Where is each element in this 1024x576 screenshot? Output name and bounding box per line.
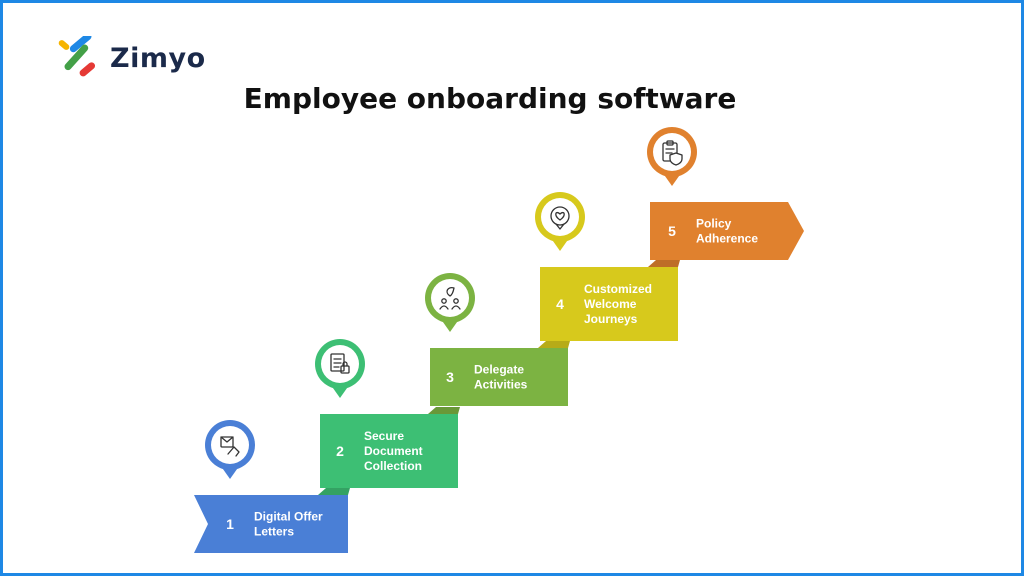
step-label-line: Adherence [696, 232, 758, 246]
step-number: 4 [556, 296, 564, 312]
step-label-line: Document [364, 444, 423, 458]
step-label-line: Secure [364, 429, 404, 443]
step-connector-fold [648, 260, 680, 267]
step-number: 3 [446, 369, 454, 385]
step-label-line: Journeys [584, 312, 638, 326]
step-marker [535, 192, 585, 251]
step-label-line: Customized [584, 282, 652, 296]
policy-clipboard-icon [662, 140, 683, 166]
step-label-line: Delegate [474, 363, 524, 377]
step-block [194, 495, 348, 553]
delegate-team-icon [439, 286, 461, 310]
page-title: Employee onboarding software [243, 82, 737, 115]
brand-name: Zimyo [110, 42, 206, 74]
step-connector-fold [318, 488, 350, 495]
step-marker [425, 273, 475, 332]
step-block [540, 267, 678, 341]
step-marker [647, 127, 697, 186]
brand-logo: Zimyo [56, 36, 206, 80]
step-label-line: Policy [696, 217, 732, 231]
step-number: 1 [226, 516, 234, 532]
step-number: 5 [668, 223, 676, 239]
step-block [320, 414, 458, 488]
step-number: 2 [336, 443, 344, 459]
offer-letter-icon [220, 436, 240, 457]
step-label-line: Welcome [584, 297, 637, 311]
step-marker [315, 339, 365, 398]
step-connector-fold [538, 341, 570, 348]
step-block [430, 348, 568, 406]
secure-document-icon [330, 353, 350, 374]
welcome-journey-icon [550, 206, 570, 230]
step-label-line: Digital Offer [254, 510, 323, 524]
step-label-line: Letters [254, 525, 294, 539]
step-marker [205, 420, 255, 479]
zimyo-logo-icon [58, 36, 96, 77]
step-connector-fold [428, 407, 460, 414]
step-label-line: Activities [474, 378, 528, 392]
step-block [650, 202, 804, 260]
step-label-line: Collection [364, 459, 422, 473]
